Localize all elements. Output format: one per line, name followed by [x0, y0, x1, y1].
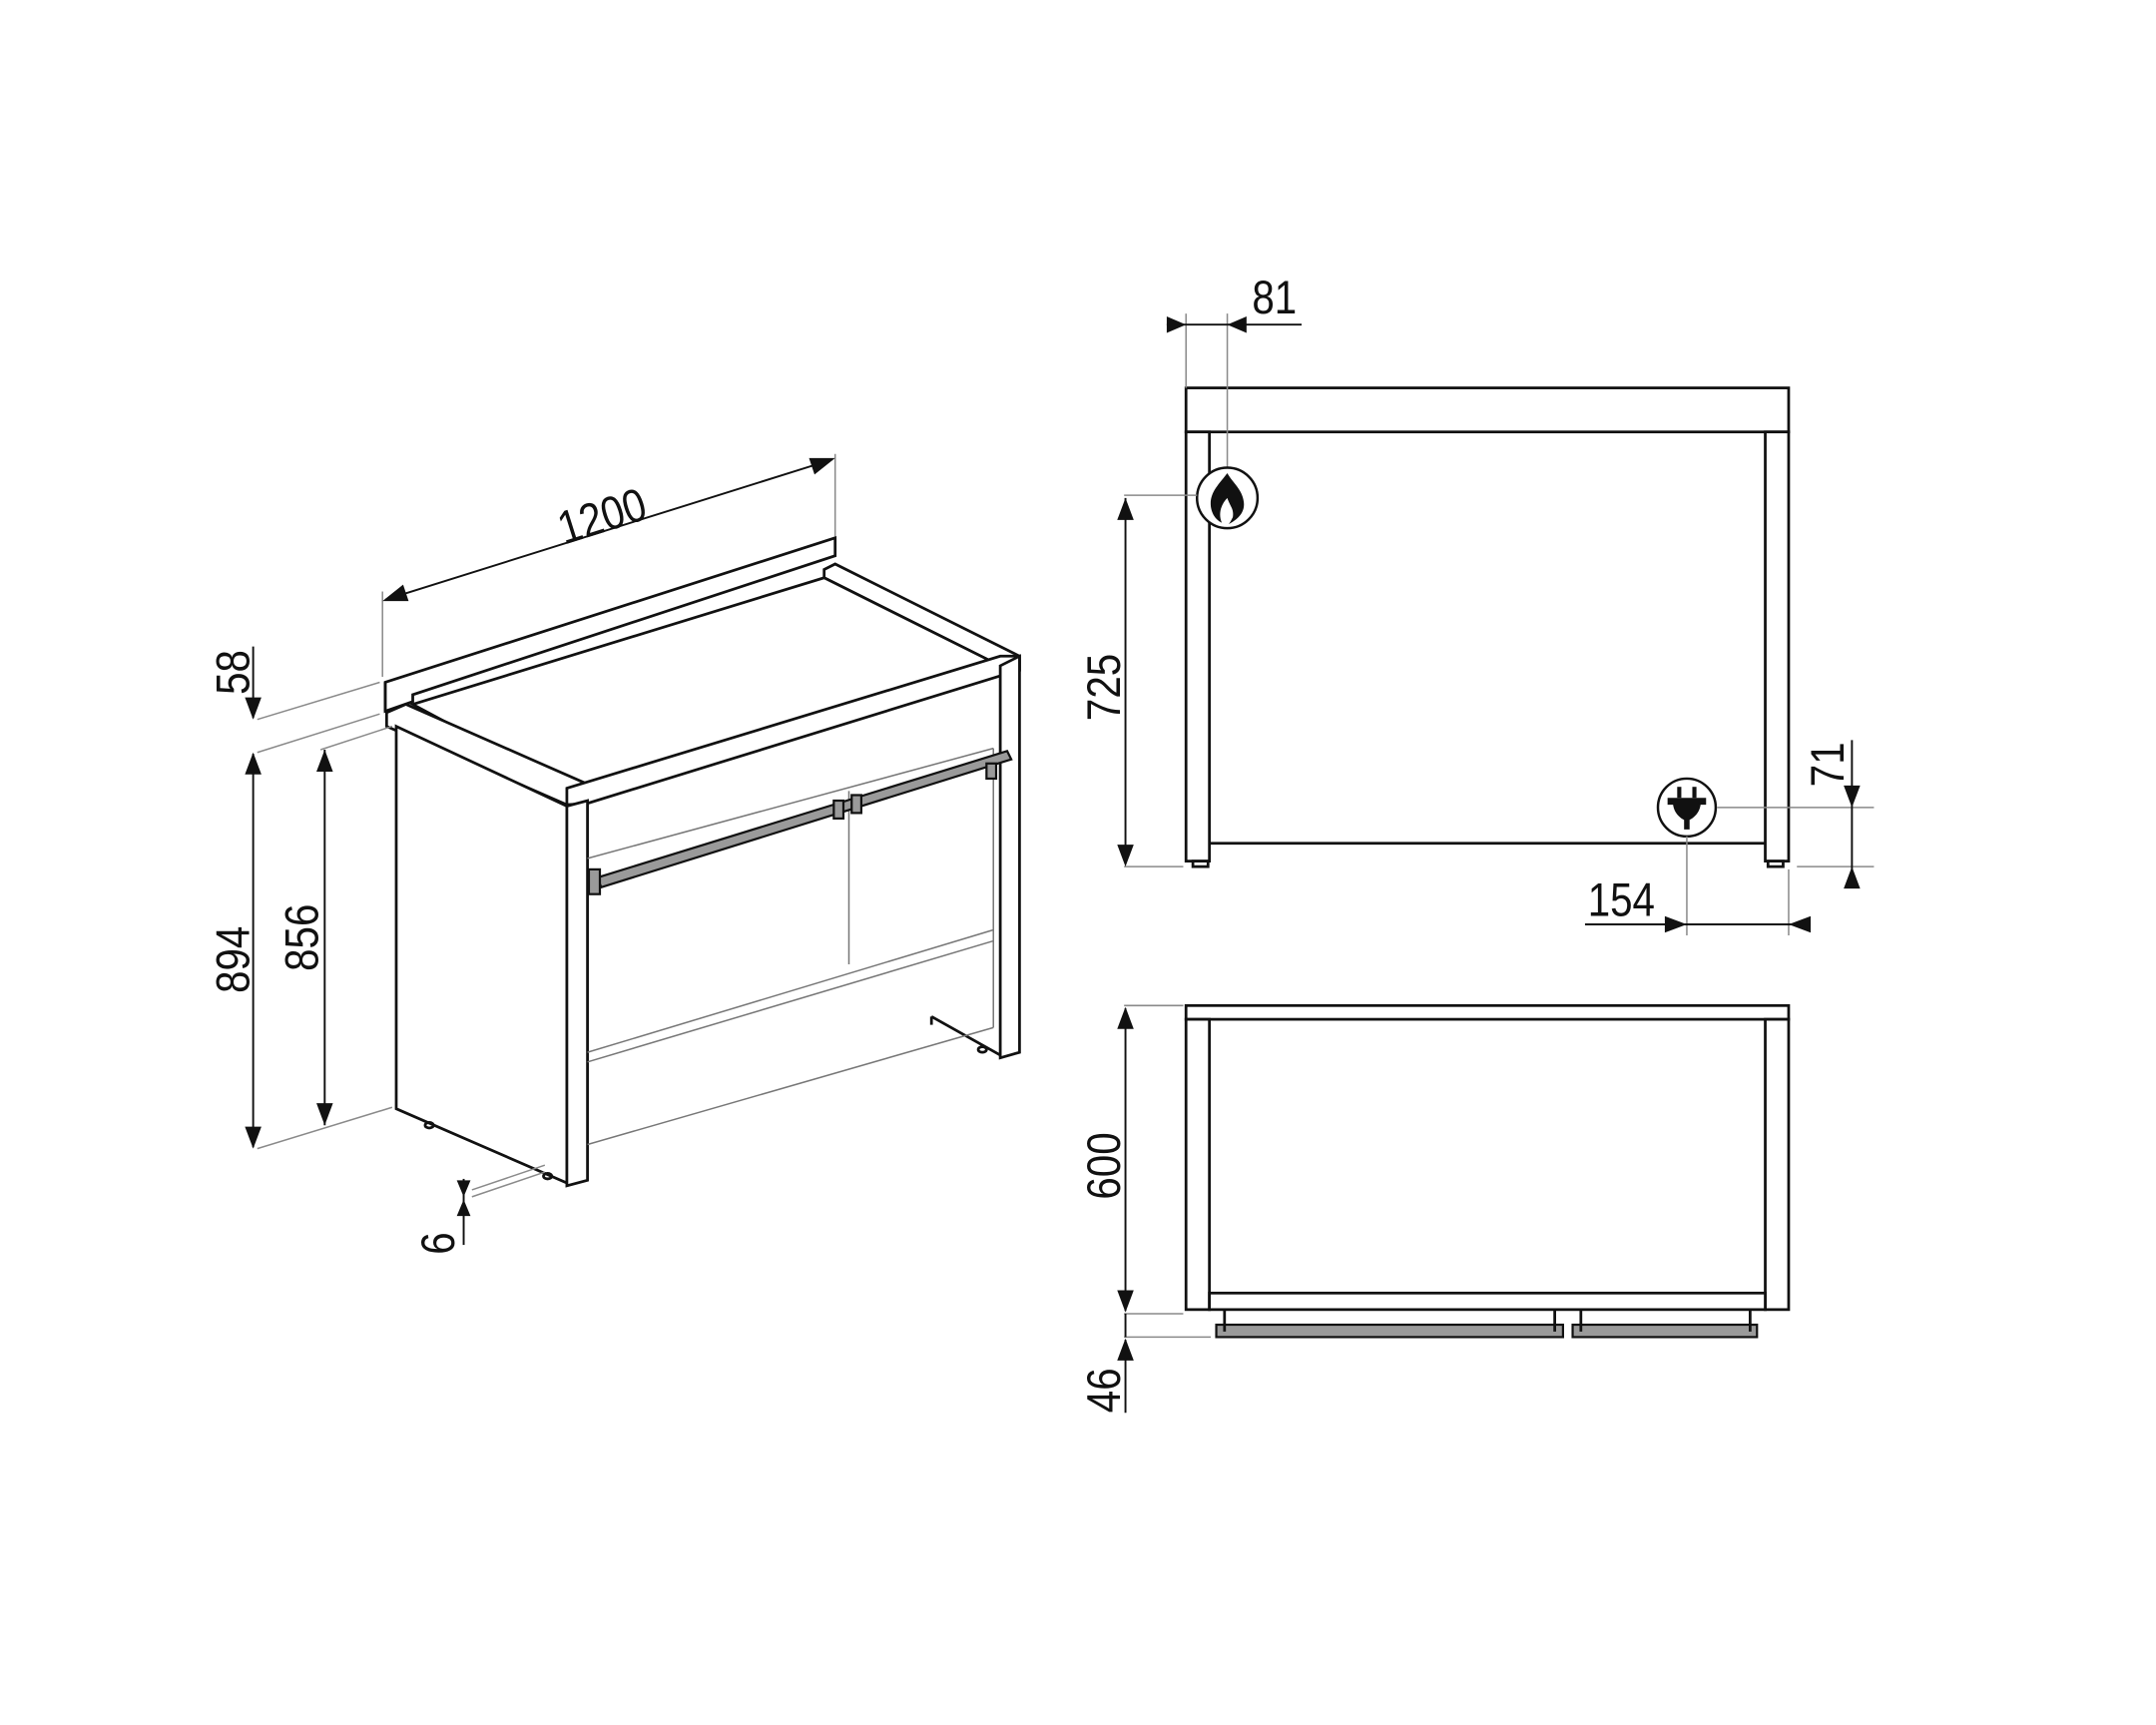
- side-top-panel: [1184, 386, 1791, 434]
- dim-feet-label: 6: [412, 1232, 465, 1254]
- side-view: 81 725 71 154: [1078, 272, 1875, 936]
- dim-electric-offset-label: 154: [1588, 874, 1655, 927]
- dim-width-label: 1200: [552, 478, 653, 555]
- dim-gas-offset-label: 81: [1252, 272, 1297, 324]
- dim-depth-label: 600: [1078, 1132, 1131, 1199]
- front-right-upright: [998, 654, 1021, 1060]
- dim-electric-height-label: 71: [1802, 742, 1855, 787]
- top-back-edge: [1184, 1003, 1791, 1021]
- dim-worktop-height-label: 856: [276, 904, 329, 971]
- dim-upstand-label: 58: [208, 650, 261, 695]
- left-side-panel: [394, 724, 569, 1186]
- top-view: 600 46: [1078, 1003, 1791, 1414]
- dim-gas-height-label: 725: [1078, 654, 1131, 721]
- front-left-upright: [565, 799, 589, 1188]
- top-view-handles: [1215, 1309, 1759, 1339]
- flame-icon: [1195, 466, 1260, 530]
- dim-handle-depth-label: 46: [1078, 1368, 1131, 1413]
- plug-icon: [1656, 777, 1718, 839]
- dim-total-height-label: 894: [208, 926, 261, 993]
- isometric-view: 1200 58 894 856 6: [208, 453, 1021, 1255]
